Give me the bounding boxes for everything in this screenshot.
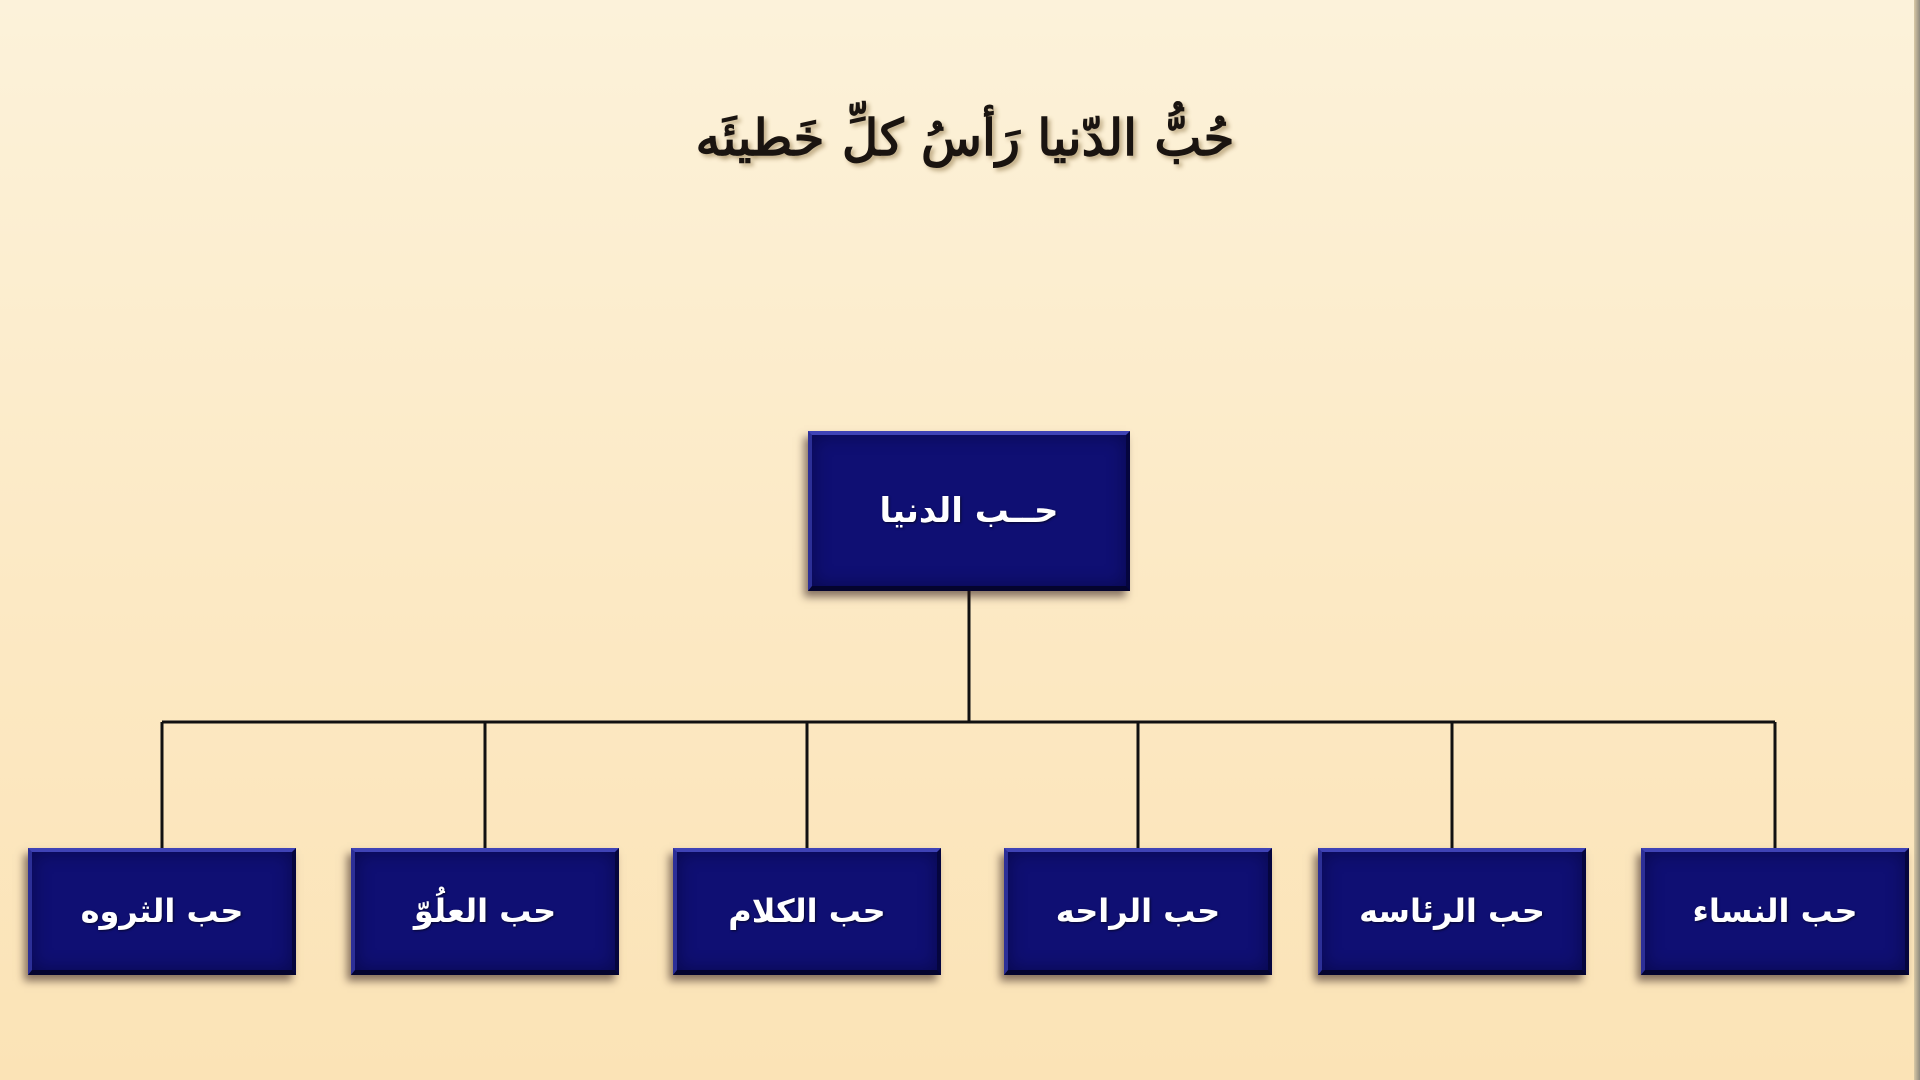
child-node-4: حب الكلام (673, 848, 941, 975)
diagram-title: حُبُّ الدّنيا رَأسُ كلِّ خَطيئَه (695, 108, 1235, 167)
child-node-5: حب العلُوّ (351, 848, 619, 975)
child-node-label: حب العلُوّ (413, 892, 557, 930)
child-node-6: حب الثروه (28, 848, 296, 975)
child-node-3: حب الراحه (1004, 848, 1272, 975)
child-node-label: حب الكلام (728, 892, 886, 930)
child-node-2: حب الرئاسه (1318, 848, 1586, 975)
child-node-label: حب الرئاسه (1359, 892, 1545, 930)
child-node-label: حب النساء (1692, 892, 1858, 930)
root-node-label: حــب الدنيا (879, 490, 1059, 531)
child-node-label: حب الراحه (1055, 892, 1221, 930)
child-node-1: حب النساء (1641, 848, 1909, 975)
slide-edge-shadow (1914, 0, 1920, 1080)
child-node-label: حب الثروه (80, 892, 244, 930)
root-node-love-of-world: حــب الدنيا (808, 431, 1130, 591)
